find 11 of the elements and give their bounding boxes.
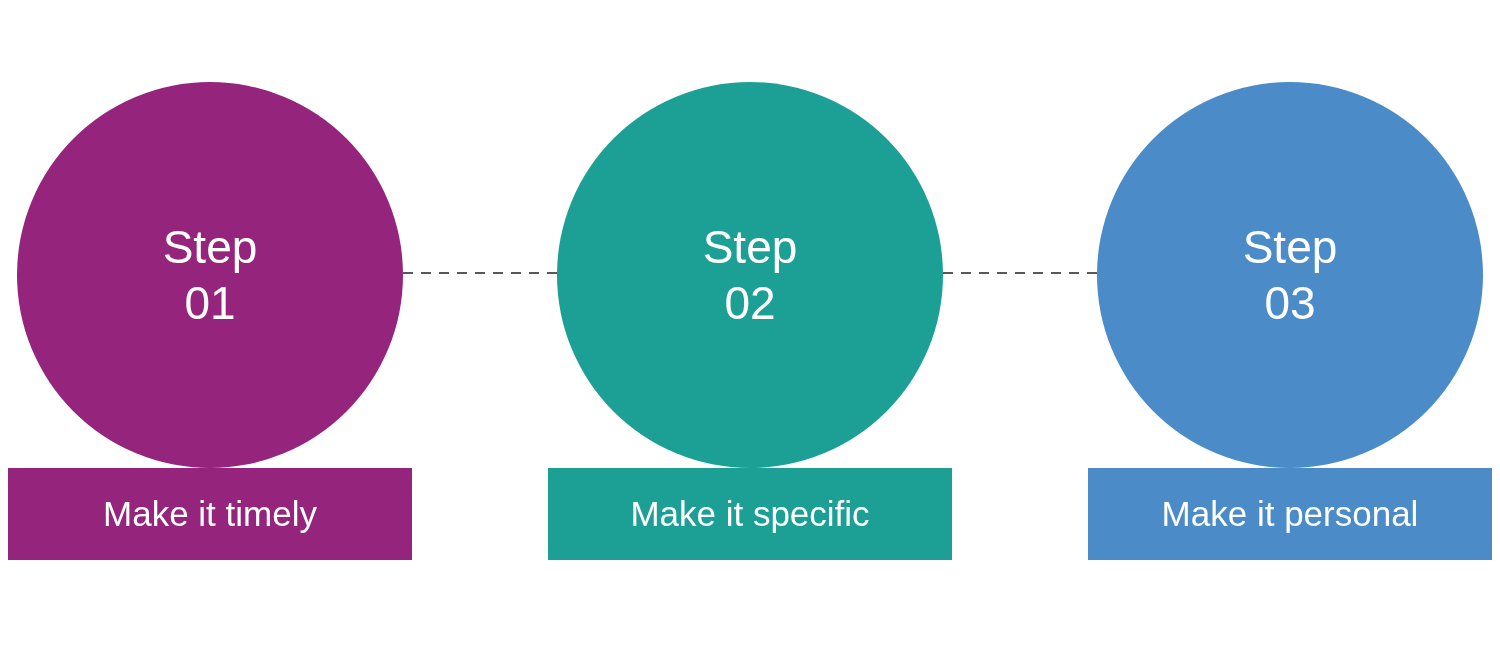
step-label: Step 01 <box>161 220 259 331</box>
step-label: Step 03 <box>1241 220 1339 331</box>
step-caption-bar <box>8 468 412 560</box>
dashed-connector <box>942 272 1098 274</box>
step-description: Make it personal <box>1161 494 1419 534</box>
step-label: Step 02 <box>701 220 799 331</box>
step-caption-bar <box>1088 468 1492 560</box>
step-description: Make it specific <box>630 494 870 534</box>
step-description: Make it timely <box>103 494 317 534</box>
dashed-connector <box>402 272 558 274</box>
step-caption-bar <box>548 468 952 560</box>
